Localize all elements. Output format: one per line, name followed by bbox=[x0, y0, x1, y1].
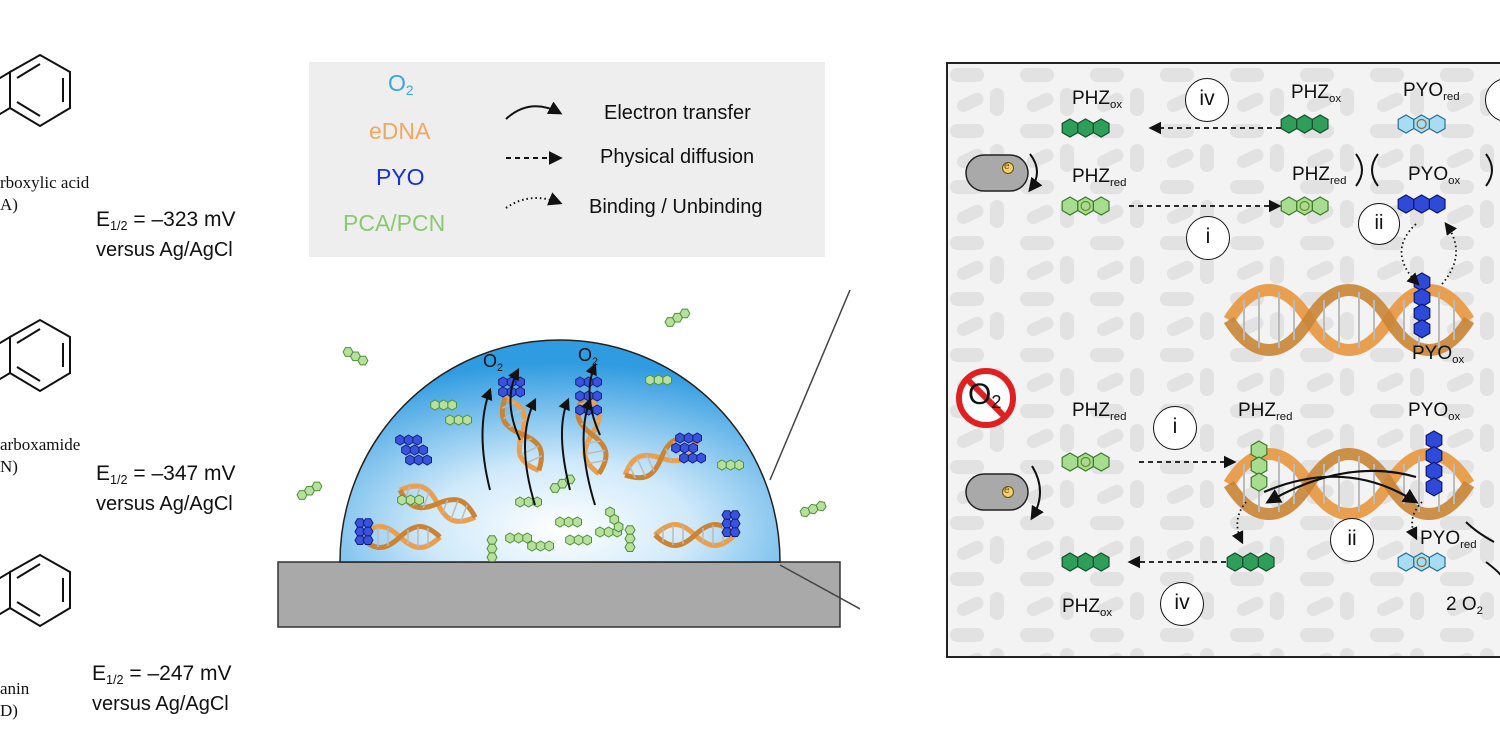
zoom-panel bbox=[946, 62, 1500, 658]
compound-1-potential: E1/2 = –323 mV versus Ag/AgCl bbox=[96, 208, 236, 261]
binding-arrow-icon bbox=[505, 192, 563, 209]
label-phz-ox-left: PHZox bbox=[1072, 88, 1123, 111]
label-phz-red-bottom: PHZred bbox=[1072, 400, 1127, 423]
legend-edna: eDNA bbox=[369, 118, 431, 144]
step-iv-bottom: iv bbox=[1160, 582, 1204, 626]
compound-3-potential: E1/2 = –247 mV versus Ag/AgCl bbox=[92, 662, 232, 715]
electron-label-bottom: e bbox=[1004, 485, 1010, 496]
structures-column bbox=[0, 53, 71, 628]
label-pyo-ox-top: PYOox bbox=[1408, 164, 1461, 187]
compound-1-name: rboxylic acid A) bbox=[0, 173, 90, 214]
label-phz-red-dna: PHZred bbox=[1238, 400, 1293, 423]
label-phz-ox-right: PHZox bbox=[1291, 82, 1342, 105]
label-pyo-ox-dna: PYOox bbox=[1412, 343, 1465, 366]
label-phz-ox-bottom: PHZox bbox=[1062, 596, 1113, 619]
step-i-top: i bbox=[1186, 216, 1230, 260]
label-phz-red-left: PHZred bbox=[1072, 166, 1127, 189]
biofilm-o2-label-1: O2 bbox=[483, 351, 504, 374]
legend-binding-unbinding: Binding / Unbinding bbox=[589, 196, 763, 218]
compound-3-name: anin D) bbox=[0, 679, 30, 720]
compound-2-potential: E1/2 = –347 mV versus Ag/AgCl bbox=[96, 462, 236, 515]
legend-o2: O2 bbox=[388, 70, 414, 98]
biofilm-diagram bbox=[277, 290, 860, 628]
step-i-bottom: i bbox=[1153, 406, 1197, 450]
label-two-o2: 2 O2 bbox=[1446, 594, 1483, 617]
legend-pyo: PYO bbox=[376, 164, 425, 190]
bacterium-top bbox=[965, 154, 1029, 192]
biofilm-dome bbox=[339, 339, 781, 563]
step-ii-bottom: ii bbox=[1330, 518, 1374, 562]
no-oxygen-icon bbox=[956, 368, 1016, 428]
biofilm-o2-label-2: O2 bbox=[578, 345, 599, 368]
phenazine-structure-2 bbox=[0, 318, 71, 393]
legend-physical-diffusion: Physical diffusion bbox=[600, 146, 755, 168]
label-phz-red-right: PHZred bbox=[1292, 164, 1347, 187]
label-pyo-red-bottom: PYOred bbox=[1420, 528, 1477, 551]
compound-2-name: arboxamide N) bbox=[0, 435, 81, 476]
substrate bbox=[277, 561, 841, 628]
label-pyo-red-top: PYOred bbox=[1403, 80, 1460, 103]
legend-arrows bbox=[505, 101, 563, 209]
phenazine-structure-3 bbox=[0, 553, 71, 628]
legend-box bbox=[309, 62, 825, 257]
electron-transfer-arrow-icon bbox=[505, 101, 563, 120]
no-o2-label: O2 bbox=[968, 378, 1002, 412]
legend-electron-transfer: Electron transfer bbox=[604, 102, 751, 124]
electron-label-top: e bbox=[1004, 161, 1010, 172]
legend-pca-pcn: PCA/PCN bbox=[343, 210, 446, 236]
bacterium-bottom bbox=[965, 473, 1029, 511]
label-pyo-ox-bottom: PYOox bbox=[1408, 400, 1461, 423]
phenazine-structure-1 bbox=[0, 53, 71, 128]
step-ii-top: ii bbox=[1358, 203, 1400, 245]
step-iv-top: iv bbox=[1185, 78, 1229, 122]
